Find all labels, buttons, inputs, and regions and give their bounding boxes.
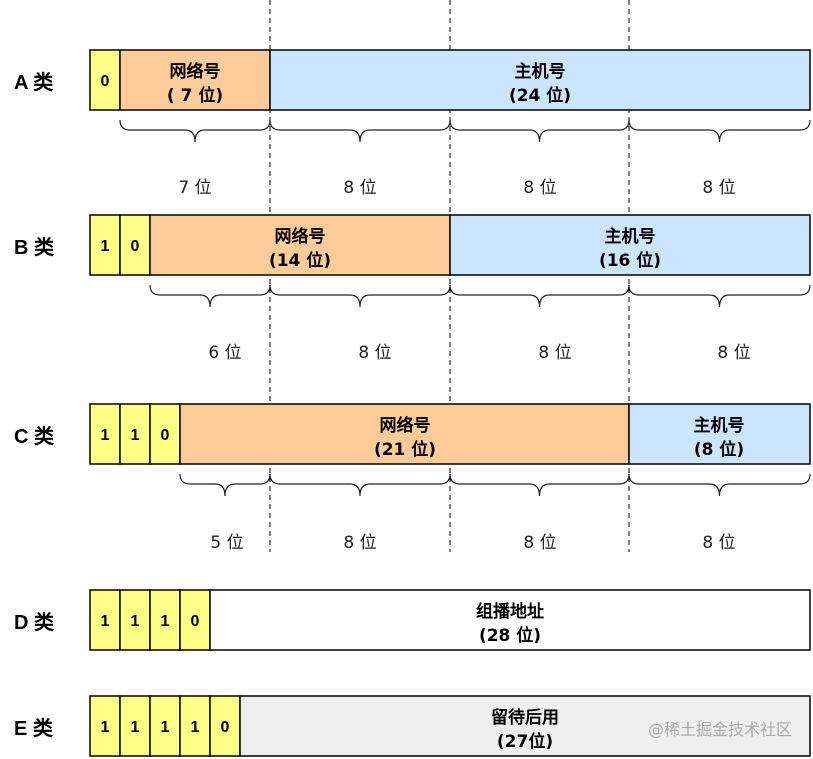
class-c-network-box [179, 403, 630, 465]
class-d-row: D 类 1 1 1 0 组播地址 (28 位) [14, 589, 811, 651]
class-c-host-size: (8 位) [694, 439, 744, 460]
class-e-bit-2-box [149, 695, 181, 757]
class-d-multicast-size: (28 位) [479, 625, 541, 646]
class-e-bit-3: 1 [191, 719, 200, 736]
class-c-network-size: (21 位) [374, 439, 436, 460]
class-b-label: B 类 [14, 236, 54, 259]
class-d-multicast-box [209, 589, 811, 651]
class-c-bit-1: 1 [131, 427, 140, 444]
class-b-bit-0: 1 [101, 238, 110, 255]
class-b-network-name: 网络号 [275, 226, 326, 247]
class-b-bit-0-box [89, 214, 121, 276]
class-b-brace-1 [149, 284, 271, 308]
class-e-bit-0: 1 [101, 719, 110, 736]
class-a-bit-0: 0 [101, 73, 110, 90]
class-c-brace-1 [179, 473, 271, 497]
class-b-row: B 类 1 0 网络号 (14 位) 主机号 (16 位) 6 位 8 位 8 … [14, 214, 811, 363]
class-e-bit-1-box [119, 695, 151, 757]
class-e-bit-1: 1 [131, 719, 140, 736]
watermark: @稀土掘金技术社区 [648, 720, 792, 739]
class-e-bit-2: 1 [161, 719, 170, 736]
class-b-network-size: (14 位) [269, 250, 331, 271]
class-c-brace-label-2: 8 位 [343, 533, 376, 553]
class-d-bit-2-box [149, 589, 181, 651]
class-c-brace-2 [269, 473, 451, 497]
class-b-brace-4 [628, 284, 811, 308]
class-c-bit-2: 0 [161, 427, 170, 444]
class-a-network-size: ( 7 位) [167, 85, 223, 106]
class-a-row: A 类 0 网络号 ( 7 位) 主机号 (24 位) 7 位 8 位 8 位 … [14, 49, 811, 198]
class-e-reserved-size: (27位) [497, 731, 553, 752]
class-c-brace-label-4: 8 位 [702, 533, 735, 553]
class-a-brace-2 [269, 119, 451, 143]
class-e-reserved-box [239, 695, 811, 757]
class-c-bit-1-box [119, 403, 151, 465]
class-c-brace-4 [628, 473, 811, 497]
class-c-bit-2-box [149, 403, 181, 465]
class-d-label: D 类 [14, 611, 54, 634]
class-a-label: A 类 [14, 71, 53, 94]
class-d-bit-2: 1 [161, 613, 170, 630]
class-a-brace-1 [119, 119, 271, 143]
class-d-multicast-name: 组播地址 [476, 601, 544, 622]
class-a-brace-label-4: 8 位 [702, 178, 735, 198]
class-b-brace-3 [449, 284, 630, 308]
class-b-brace-label-4: 8 位 [717, 343, 750, 363]
class-b-brace-label-3: 8 位 [538, 343, 571, 363]
class-a-brace-4 [628, 119, 811, 143]
class-e-bit-4-box [209, 695, 241, 757]
class-d-bit-3: 0 [191, 613, 200, 630]
class-c-host-box [628, 403, 811, 465]
class-e-reserved-name: 留待后用 [491, 707, 559, 728]
class-c-host-name: 主机号 [694, 415, 745, 436]
class-e-row: E 类 1 1 1 1 0 留待后用 (27位) [14, 695, 811, 757]
class-d-bit-0: 1 [101, 613, 110, 630]
class-c-brace-label-1: 5 位 [210, 533, 243, 553]
class-c-bit-0: 1 [101, 427, 110, 444]
class-d-bit-3-box [179, 589, 211, 651]
class-b-brace-2 [269, 284, 451, 308]
class-c-row: C 类 1 1 0 网络号 (21 位) 主机号 (8 位) 5 位 8 位 8… [14, 403, 811, 553]
class-a-network-name: 网络号 [170, 61, 221, 82]
class-b-network-box [149, 214, 451, 276]
class-c-bit-0-box [89, 403, 121, 465]
class-c-network-name: 网络号 [380, 415, 431, 436]
class-e-label: E 类 [14, 717, 53, 740]
class-a-brace-label-1: 7 位 [178, 178, 211, 198]
class-b-brace-label-2: 8 位 [358, 343, 391, 363]
class-c-label: C 类 [14, 425, 54, 448]
class-c-brace-3 [449, 473, 630, 497]
class-e-bit-4: 0 [221, 719, 230, 736]
class-b-host-name: 主机号 [605, 226, 656, 247]
class-a-brace-label-2: 8 位 [343, 178, 376, 198]
class-b-brace-label-1: 6 位 [208, 343, 241, 363]
class-b-bit-1: 0 [131, 238, 140, 255]
class-b-host-box [449, 214, 811, 276]
class-a-brace-label-3: 8 位 [523, 178, 556, 198]
class-d-bit-1-box [119, 589, 151, 651]
class-a-network-box [119, 49, 271, 111]
class-a-host-box [269, 49, 811, 111]
class-b-host-size: (16 位) [599, 250, 661, 271]
class-d-bit-1: 1 [131, 613, 140, 630]
class-a-brace-3 [449, 119, 630, 143]
class-a-host-size: (24 位) [509, 85, 571, 106]
class-a-host-name: 主机号 [515, 61, 566, 82]
class-c-brace-label-3: 8 位 [523, 533, 556, 553]
class-e-bit-0-box [89, 695, 121, 757]
